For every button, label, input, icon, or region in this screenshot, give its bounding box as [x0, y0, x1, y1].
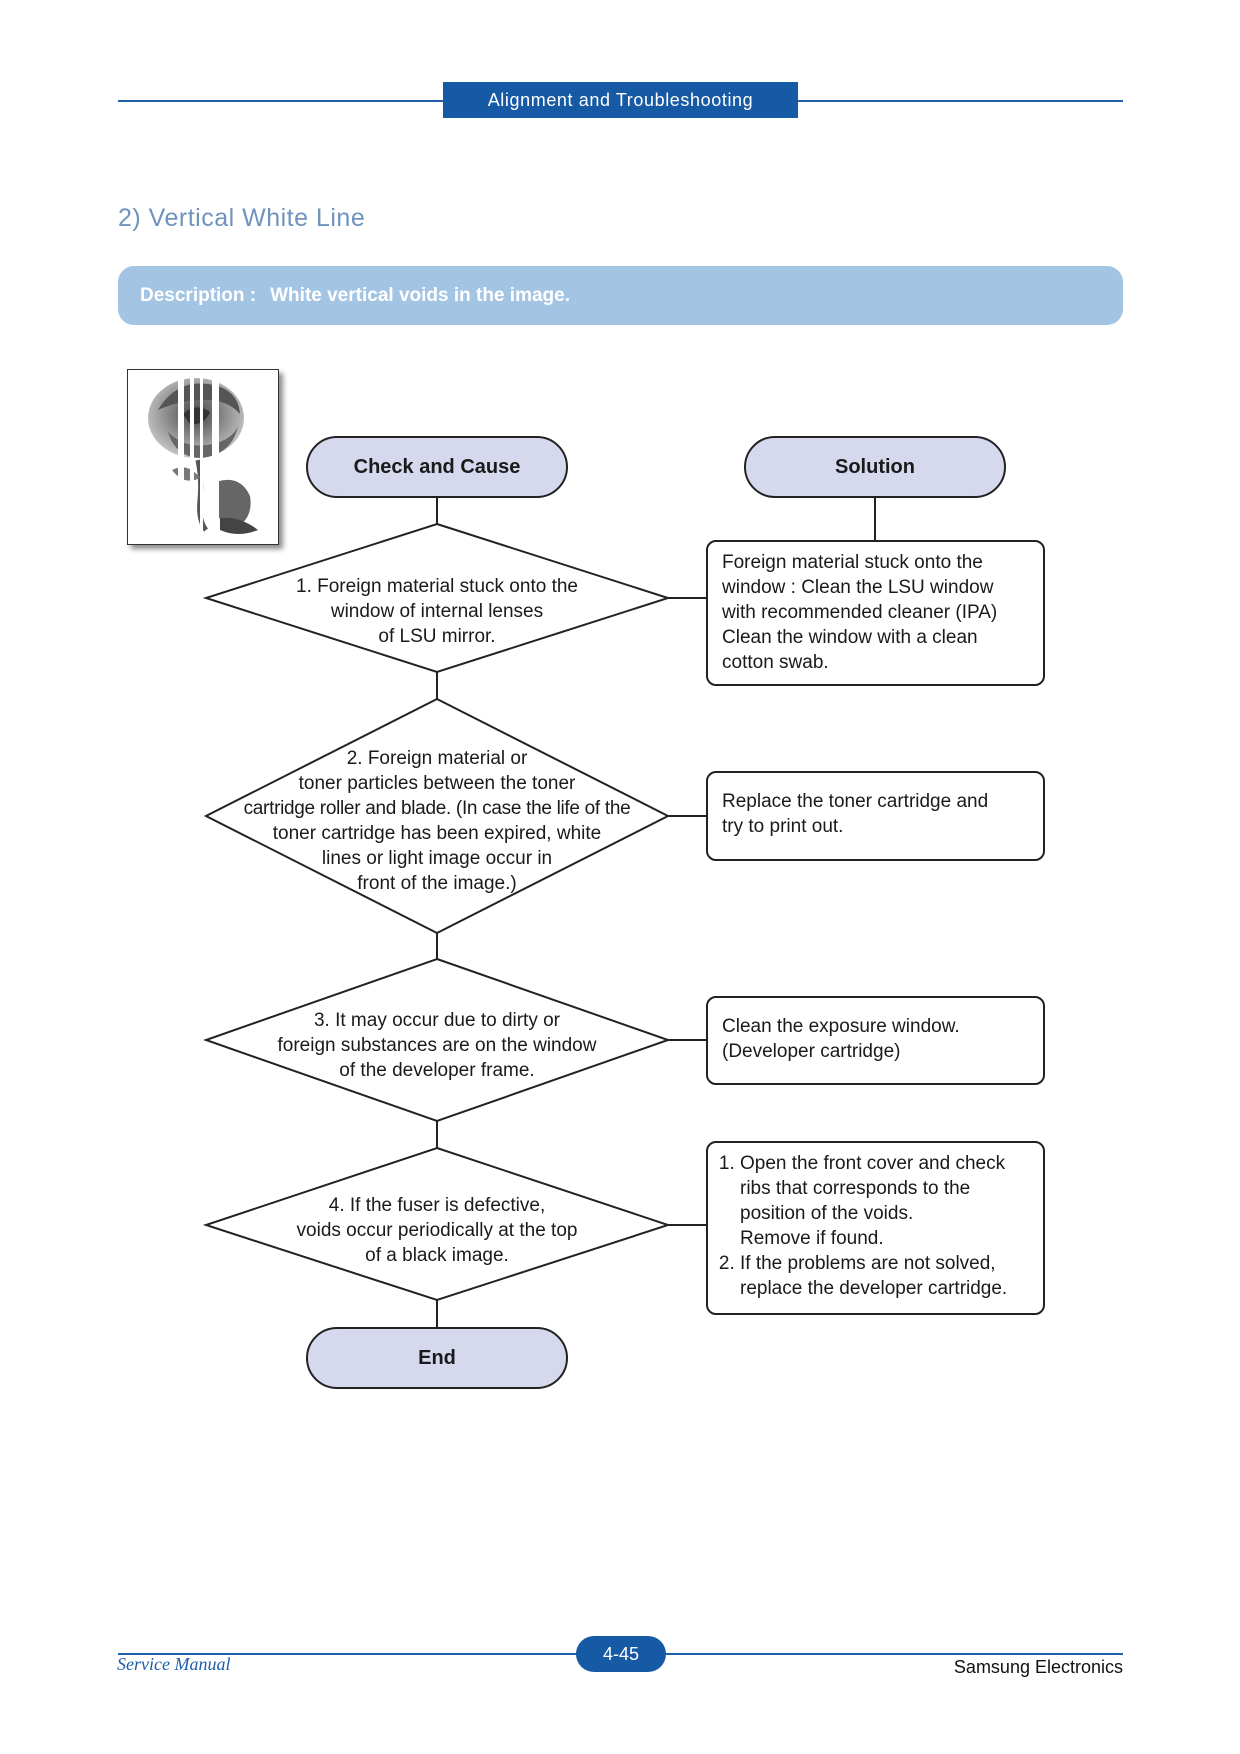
cause-line: of a black image.	[365, 1245, 509, 1266]
solution-list: Open the front cover and check ribs that…	[718, 1151, 1037, 1301]
header-rule-right	[795, 100, 1123, 102]
cause-line: of the developer frame.	[339, 1060, 535, 1081]
solution-line: try to print out.	[722, 816, 844, 837]
cause-line: 1. Foreign material stuck onto the	[296, 576, 578, 597]
cause-text-2: 2. Foreign material or toner particles b…	[216, 746, 658, 896]
cause-line: window of internal lenses	[330, 601, 544, 622]
page-number: 4-45	[576, 1636, 666, 1672]
decision-diamond-2	[203, 697, 671, 935]
cause-text-3: 3. It may occur due to dirty or foreign …	[226, 1008, 648, 1083]
footer-manual-label: Service Manual	[117, 1654, 231, 1674]
decision-diamond-4	[202, 1146, 672, 1302]
check-and-cause-header: Check and Cause	[306, 436, 568, 498]
end-terminator: End	[306, 1327, 568, 1389]
cause-line: 4. If the fuser is defective,	[328, 1195, 546, 1216]
solution-line: Foreign material stuck onto the	[722, 552, 983, 573]
solution-list-item: If the problems are not solved, replace …	[740, 1251, 1037, 1301]
solution-line: cotton swab.	[722, 652, 829, 673]
section-title: 2) Vertical White Line	[118, 204, 366, 232]
cause-line: voids occur periodically at the top	[296, 1220, 578, 1241]
solution-list-item: Open the front cover and check ribs that…	[740, 1151, 1037, 1251]
solution-box-1: Foreign material stuck onto the window :…	[706, 540, 1045, 686]
cause-line: cartridge roller and blade. (In case the…	[243, 798, 631, 819]
solution-line: Clean the window with a clean	[722, 627, 978, 648]
solution-line: Replace the toner cartridge and	[722, 791, 989, 812]
cause-line: 2. Foreign material or	[346, 748, 528, 769]
cause-line: lines or light image occur in	[321, 848, 553, 869]
cause-text-1: 1. Foreign material stuck onto the windo…	[226, 574, 648, 649]
cause-line: toner particles between the toner	[298, 773, 576, 794]
decision-diamond-1	[202, 522, 672, 674]
cause-text-4: 4. If the fuser is defective, voids occu…	[226, 1193, 648, 1268]
solution-box-3: Clean the exposure window. (Developer ca…	[706, 996, 1045, 1085]
cause-line: 3. It may occur due to dirty or	[313, 1010, 561, 1031]
solution-header: Solution	[744, 436, 1006, 498]
header-title: Alignment and Troubleshooting	[443, 82, 798, 118]
solution-line: (Developer cartridge)	[722, 1041, 901, 1062]
solution-line: with recommended cleaner (IPA)	[722, 602, 998, 623]
description-text: White vertical voids in the image.	[270, 284, 570, 306]
footer-rule-left	[118, 1653, 580, 1655]
header-rule-left	[118, 100, 448, 102]
footer-company: Samsung Electronics	[953, 1657, 1123, 1677]
solution-box-4: Open the front cover and check ribs that…	[706, 1141, 1045, 1315]
sample-print-image	[127, 369, 279, 545]
footer-rule-right	[662, 1653, 1123, 1655]
cause-line: toner cartridge has been expired, white	[272, 823, 602, 844]
cause-line: of LSU mirror.	[378, 626, 496, 647]
description-bar: Description : White vertical voids in th…	[118, 266, 1123, 325]
solution-line: replace the developer cartridge.	[740, 1278, 1008, 1299]
solution-line: Open the front cover and check	[740, 1153, 1006, 1174]
solution-line: If the problems are not solved,	[740, 1253, 996, 1274]
description-label: Description :	[140, 284, 257, 306]
cause-line: foreign substances are on the window	[277, 1035, 597, 1056]
decision-diamond-3	[202, 957, 672, 1123]
rose-image	[148, 370, 258, 544]
solution-line: Clean the exposure window.	[722, 1016, 960, 1037]
solution-line: ribs that corresponds to the	[740, 1178, 971, 1199]
solution-box-2: Replace the toner cartridge and try to p…	[706, 771, 1045, 861]
cause-line: front of the image.)	[357, 873, 517, 894]
solution-line: window : Clean the LSU window	[722, 577, 994, 598]
solution-line: Remove if found.	[740, 1228, 884, 1249]
solution-line: position of the voids.	[740, 1203, 914, 1224]
